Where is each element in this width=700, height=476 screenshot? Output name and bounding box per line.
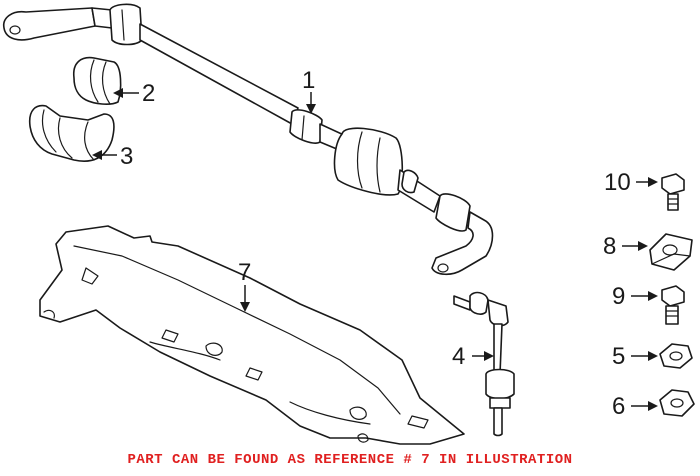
callout-number: 5 [612,343,625,370]
nut-6-part [659,389,695,417]
nut-plate-8-part [649,233,693,271]
bushing-part [72,56,122,105]
callout-1: 1 [302,67,316,114]
reference-notice: PART CAN BE FOUND AS REFERENCE # 7 IN IL… [127,452,573,468]
callout-number: 4 [452,343,465,370]
callout-number: 2 [142,80,155,107]
callout-2: 2 [113,80,155,107]
callout-5: 5 [612,343,658,370]
callout-4: 4 [452,343,494,370]
bolt-9-part [661,285,685,325]
callout-9: 9 [612,283,658,310]
callout-number: 3 [120,143,133,170]
callout-number: 7 [238,259,251,286]
skid-plate-part [39,225,465,445]
callout-number: 9 [612,283,625,310]
stabilizer-bar [2,3,494,276]
callout-number: 6 [612,393,625,420]
stabilizer-link-part [453,291,515,437]
callout-6: 6 [612,393,658,420]
callout-number: 1 [302,67,315,94]
callout-3: 3 [92,143,133,170]
callout-number: 10 [604,169,631,196]
callout-8: 8 [603,233,648,260]
callout-7: 7 [238,259,251,312]
bushing-bracket-part [28,104,115,162]
nut-5-part [659,343,693,369]
callout-10: 10 [604,169,658,196]
callout-number: 8 [603,233,616,260]
bolt-10-part [661,173,685,211]
